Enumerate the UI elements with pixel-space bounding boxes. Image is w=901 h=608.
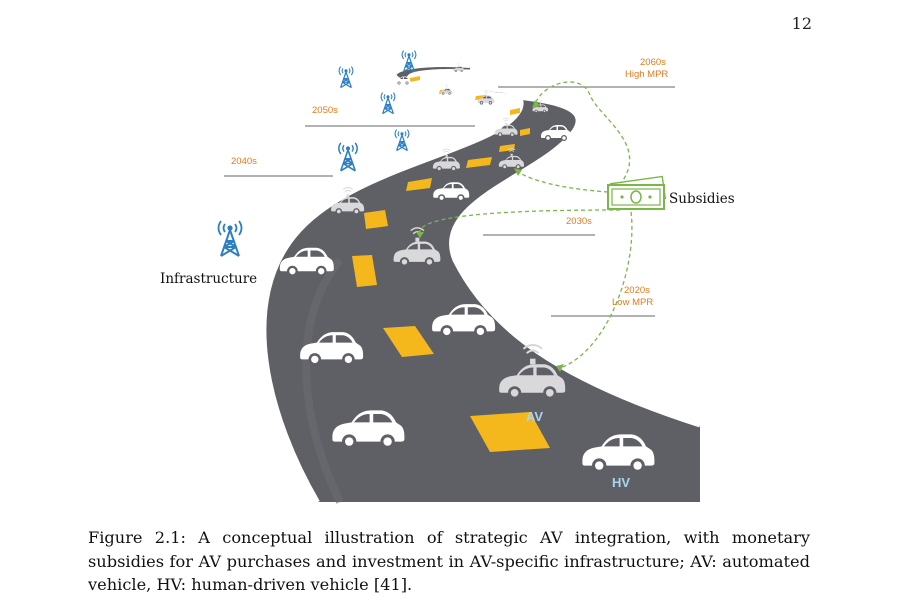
milestone-lines [224,86,675,317]
banknote-icon [607,175,667,210]
milestone-2050s: 2050s [312,105,338,116]
page-number: 12 [791,14,812,33]
cell-tower-icon [380,91,396,115]
subsidies-label: Subsidies [669,191,735,207]
cell-tower-icon [394,129,410,152]
subsidy-arrows [419,81,633,369]
road [262,62,701,504]
subsidy-arrowheads [416,100,564,372]
figure-caption: Figure 2.1: A conceptual illustration of… [88,528,810,594]
milestone-2060s: 2060s [640,57,666,68]
av-label: AV [526,409,543,424]
figure-illustration: AV HV Infrastructure 2060s High MPR 2050… [160,49,735,504]
cell-tower-icon [401,49,417,73]
infrastructure-label: Infrastructure [160,271,257,287]
milestone-2060s-note: High MPR [625,69,668,80]
cell-tower-icon [337,142,359,172]
milestone-2030s: 2030s [566,216,592,227]
cell-tower-icon [338,65,354,89]
milestone-labels: 2060s High MPR 2050s 2040s 2030s 2020s L… [231,57,668,308]
cell-tower-icon [217,220,243,257]
milestone-2020s-note: Low MPR [612,297,653,308]
milestone-2040s: 2040s [231,156,257,167]
hv-label: HV [612,475,630,490]
milestone-2020s: 2020s [624,285,650,296]
